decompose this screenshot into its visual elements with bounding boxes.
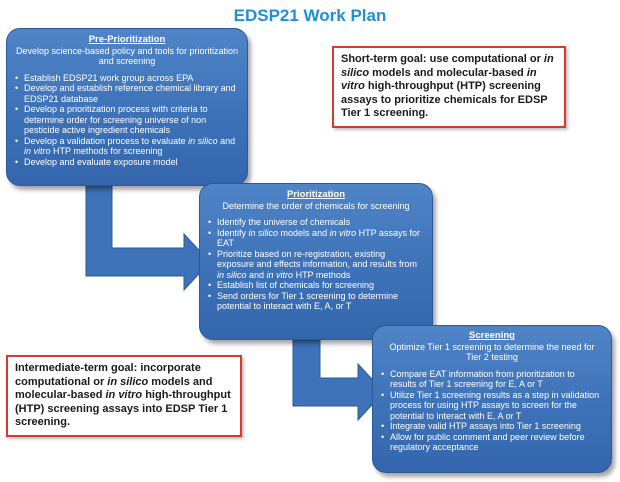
page-title: EDSP21 Work Plan bbox=[233, 6, 387, 25]
intermediate-term-goal-box: Intermediate-term goal: incorporate comp… bbox=[6, 355, 242, 437]
pre-prioritization-heading: Pre-Prioritization bbox=[88, 34, 166, 45]
list-item: Allow for public comment and peer review… bbox=[381, 432, 603, 453]
list-item: Identify in silico models and in vitro H… bbox=[208, 228, 424, 249]
list-item: Develop a validation process to evaluate… bbox=[15, 136, 239, 157]
pre-prioritization-subtitle: Develop science-based policy and tools f… bbox=[15, 45, 239, 67]
prioritization-heading: Prioritization bbox=[286, 189, 346, 200]
list-item: Develop a prioritization process with cr… bbox=[15, 104, 239, 136]
short-term-goal-box: Short-term goal: use computational or in… bbox=[332, 46, 566, 128]
short-term-goal-label: Short-term goal: bbox=[341, 53, 427, 65]
list-item: Establish EDSP21 work group across EPA bbox=[15, 73, 239, 84]
list-item: Send orders for Tier 1 screening to dete… bbox=[208, 291, 424, 312]
prioritization-subtitle: Determine the order of chemicals for scr… bbox=[222, 200, 410, 211]
list-item: Utilize Tier 1 screening results as a st… bbox=[381, 390, 603, 422]
intermediate-term-goal-label: Intermediate-term goal: bbox=[15, 362, 138, 374]
short-term-goal-text: use computational or in silico models an… bbox=[341, 53, 554, 119]
screening-subtitle: Optimize Tier 1 screening to determine t… bbox=[389, 341, 595, 363]
list-item: Identify the universe of chemicals bbox=[208, 217, 424, 228]
list-item: Develop and evaluate exposure model bbox=[15, 157, 239, 168]
list-item: Integrate valid HTP assays into Tier 1 s… bbox=[381, 421, 603, 432]
intermediate-term-goal-text: incorporate computational or in silico m… bbox=[15, 362, 231, 428]
list-item: Establish list of chemicals for screenin… bbox=[208, 280, 424, 291]
list-item: Prioritize based on re-registration, exi… bbox=[208, 249, 424, 281]
list-item: Develop and establish reference chemical… bbox=[15, 83, 239, 104]
prioritization-box: Prioritization Determine the order of ch… bbox=[199, 183, 433, 340]
flow-arrow-2-shape bbox=[292, 339, 385, 422]
flow-arrow-1-shape bbox=[85, 185, 211, 292]
list-item: Compare EAT information from prioritizat… bbox=[381, 369, 603, 390]
screening-box: Screening Optimize Tier 1 screening to d… bbox=[372, 325, 612, 473]
screening-heading: Screening bbox=[469, 330, 515, 341]
pre-prioritization-box: Pre-Prioritization Develop science-based… bbox=[6, 28, 248, 186]
